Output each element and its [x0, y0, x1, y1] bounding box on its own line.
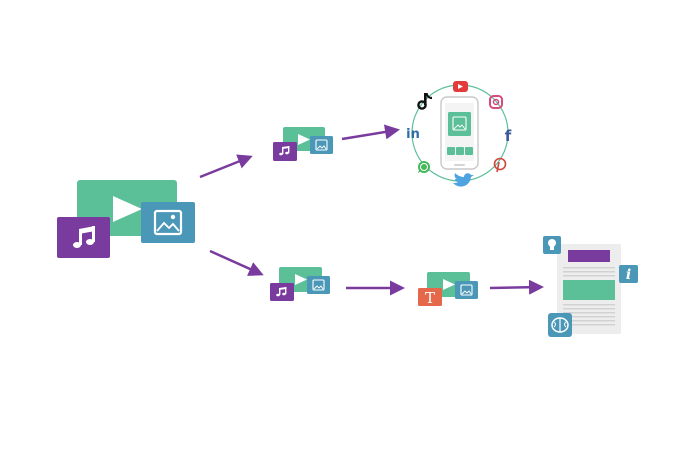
pinterest-icon	[493, 157, 507, 173]
tiktok-icon	[417, 92, 433, 110]
arrow-to-social-ring	[341, 124, 400, 141]
document-media-cluster	[270, 267, 330, 301]
image-icon	[452, 116, 467, 131]
text-overlay-cluster: T	[418, 272, 478, 307]
lightbulb-icon	[543, 236, 561, 254]
source-media-cluster	[57, 180, 195, 258]
social-distribution-ring: f in	[406, 81, 512, 187]
info-icon: i	[619, 265, 638, 283]
arrow-to-document	[489, 279, 544, 295]
play-icon	[443, 279, 455, 290]
play-icon	[298, 134, 310, 145]
svg-text:i: i	[626, 267, 631, 283]
text-icon: T	[425, 289, 435, 307]
music-note-icon	[279, 146, 290, 156]
facebook-icon: f	[505, 127, 512, 145]
document-text-lines	[563, 267, 615, 326]
document-media-block	[563, 280, 615, 300]
arrow-to-document-cluster	[209, 249, 264, 276]
play-icon	[295, 274, 307, 285]
image-icon	[153, 209, 183, 236]
text-card	[418, 288, 442, 306]
source-music-card	[57, 217, 110, 258]
music-note-icon	[276, 287, 287, 297]
linkedin-icon: in	[406, 127, 420, 142]
image-icon	[312, 279, 325, 291]
play-icon	[113, 196, 142, 222]
social-media-cluster	[273, 127, 333, 161]
source-image-card	[141, 202, 195, 243]
image-icon	[460, 284, 473, 296]
image-icon	[315, 139, 328, 151]
document-output: i	[543, 236, 638, 337]
brain-icon	[548, 313, 572, 337]
twitter-icon	[453, 173, 474, 187]
document-header-block	[568, 250, 610, 262]
arrow-to-social-cluster	[199, 154, 253, 179]
phone-mockup	[440, 96, 479, 170]
instagram-icon	[489, 95, 503, 109]
whatsapp-icon	[418, 161, 430, 173]
music-note-icon	[73, 226, 95, 248]
youtube-icon	[453, 81, 468, 92]
